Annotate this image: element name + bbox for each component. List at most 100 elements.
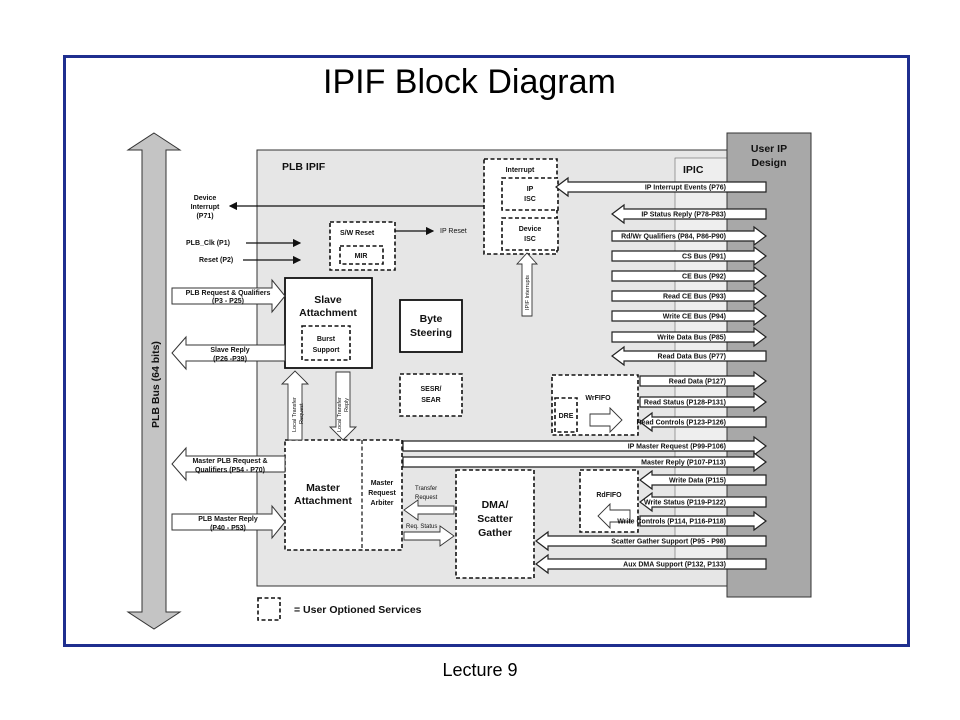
plb-request-label-2: (P3 - P25) xyxy=(212,298,244,305)
sw-reset-label: S/W Reset xyxy=(340,230,375,237)
plb-clk-label: PLB_Clk (P1) xyxy=(186,240,230,247)
slave-attachment-label-2: Attachment xyxy=(299,307,357,319)
bus-label-4: CE Bus (P92) xyxy=(682,274,726,281)
interrupt-title: Interrupt xyxy=(506,167,535,174)
master-attachment-label-1: Master xyxy=(306,482,340,494)
bus-label-5: Read CE Bus (P93) xyxy=(663,294,726,301)
bus-label-7: Write Data Bus (P85) xyxy=(657,335,726,342)
slave-reply-label-1: Slave Reply xyxy=(210,347,249,354)
rdfifo-label: RdFIFO xyxy=(596,492,622,499)
bus-label-16: Write Controls (P114, P116-P118) xyxy=(617,519,726,526)
transfer-request-label-2: Request xyxy=(415,495,438,501)
arbiter-label-2: Request xyxy=(368,490,396,497)
mir-box xyxy=(339,245,384,265)
device-isc-label-2: ISC xyxy=(524,236,536,243)
master-attachment-label-2: Attachment xyxy=(294,495,352,507)
slide-footer: Lecture 9 xyxy=(442,660,518,680)
legend-swatch xyxy=(257,597,281,621)
dre-label: DRE xyxy=(559,413,574,420)
slave-reply-arrow xyxy=(171,335,286,371)
user-ip-label-1: User IP xyxy=(751,143,787,155)
slide-title: IPIF Block Diagram xyxy=(323,63,616,101)
bus-label-9: Read Data (P127) xyxy=(669,379,726,386)
master-plb-request-label-2: Qualifiers (P54 - P70) xyxy=(195,467,265,474)
sesr-label-1: SESR/ xyxy=(420,386,441,393)
bus-label-0: IP Interrupt Events (P76) xyxy=(645,185,726,192)
bus-arrow-2 xyxy=(611,225,767,247)
bus-label-18: Aux DMA Support (P132, P133) xyxy=(623,562,726,569)
burst-support-label-1: Burst xyxy=(317,336,336,343)
local-transfer-request-label-2: Request xyxy=(299,403,305,424)
wrfifo-arrow xyxy=(589,406,623,434)
local-transfer-reply-label-2: Reply xyxy=(344,398,350,412)
local-transfer-reply-arrow xyxy=(328,371,358,441)
legend-label: = User Optioned Services xyxy=(294,604,422,616)
user-ip-label-2: Design xyxy=(751,157,786,169)
byte-steering-label-1: Byte xyxy=(420,313,443,325)
plb-bus-label: PLB Bus (64 bits) xyxy=(150,341,162,428)
plb-master-reply-label-1: PLB Master Reply xyxy=(198,516,258,523)
ip-isc-label-1: IP xyxy=(527,186,534,193)
bus-arrow-8 xyxy=(611,345,767,367)
bus-label-2: Rd/Wr Qualifiers (P84, P86-P90) xyxy=(621,234,726,241)
ipic-label: IPIC xyxy=(683,164,704,176)
plb-request-arrow xyxy=(171,278,286,314)
transfer-request-arrow xyxy=(403,499,455,521)
byte-steering-box xyxy=(399,299,463,353)
master-plb-request-arrow xyxy=(171,446,286,482)
plb-master-reply-label-2: (P40 - P53) xyxy=(210,525,246,532)
ipif-interrupts-arrow xyxy=(515,252,539,317)
bus-arrow-4 xyxy=(611,265,767,287)
bus-arrow-1 xyxy=(611,203,767,225)
mir-label: MIR xyxy=(355,253,368,260)
dma-box xyxy=(455,469,535,579)
local-transfer-request-arrow xyxy=(280,370,310,441)
bus-arrow-12 xyxy=(402,435,767,457)
device-interrupt-label-2: Interrupt xyxy=(191,204,220,211)
master-attachment-box xyxy=(284,439,403,551)
bus-arrow-16 xyxy=(639,510,767,532)
reset-label: Reset (P2) xyxy=(199,257,233,264)
req-status-arrow xyxy=(403,525,455,547)
device-isc-label-1: Device xyxy=(519,226,542,233)
rdfifo-arrow xyxy=(597,502,631,530)
bus-arrow-3 xyxy=(611,245,767,267)
bus-arrow-18 xyxy=(535,553,767,575)
ipif-interrupts-label: IPIF Interrupts xyxy=(525,275,531,310)
req-status-label: Req. Status xyxy=(406,524,437,530)
burst-support-label-2: Support xyxy=(313,347,340,354)
bus-arrow-7 xyxy=(611,326,767,348)
bus-label-17: Scatter Gather Support (P95 - P98) xyxy=(611,539,726,546)
ip-reset-label: IP Reset xyxy=(440,228,467,235)
arbiter-label-1: Master xyxy=(371,480,394,487)
bus-label-6: Write CE Bus (P94) xyxy=(663,314,726,321)
bus-label-15: Write Status (P119-P122) xyxy=(644,500,726,507)
plb-request-label-1: PLB Request & Qualifiers xyxy=(186,290,271,297)
bus-label-1: IP Status Reply (P78-P83) xyxy=(641,212,726,219)
bus-arrow-15 xyxy=(639,491,767,513)
sesr-label-2: SEAR xyxy=(421,397,440,404)
dma-label-2: Scatter xyxy=(477,513,513,525)
slave-attachment-label-1: Slave xyxy=(314,294,342,306)
user-ip-region xyxy=(726,132,812,598)
plb-ipif-label: PLB IPIF xyxy=(282,161,326,173)
bus-label-13: Master Reply (P107-P113) xyxy=(641,460,726,467)
bus-label-8: Read Data Bus (P77) xyxy=(658,354,726,361)
plb-master-reply-arrow xyxy=(171,504,286,540)
bus-label-11: Read Controls (P123-P126) xyxy=(637,420,726,427)
wrfifo-label: WrFIFO xyxy=(585,395,611,402)
dre-box xyxy=(554,397,578,433)
bus-arrow-14 xyxy=(639,469,767,491)
device-interrupt-label-3: (P71) xyxy=(196,213,213,220)
bus-arrow-0 xyxy=(555,176,767,198)
dma-label-1: DMA/ xyxy=(482,499,509,511)
arbiter-label-3: Arbiter xyxy=(371,500,394,507)
byte-steering-label-2: Steering xyxy=(410,327,452,339)
bus-arrow-11 xyxy=(639,411,767,433)
bus-arrow-6 xyxy=(611,305,767,327)
master-plb-request-label-1: Master PLB Request & xyxy=(192,458,267,465)
bus-arrow-5 xyxy=(611,285,767,307)
bus-arrow-9 xyxy=(639,370,767,392)
dma-label-3: Gather xyxy=(478,527,512,539)
